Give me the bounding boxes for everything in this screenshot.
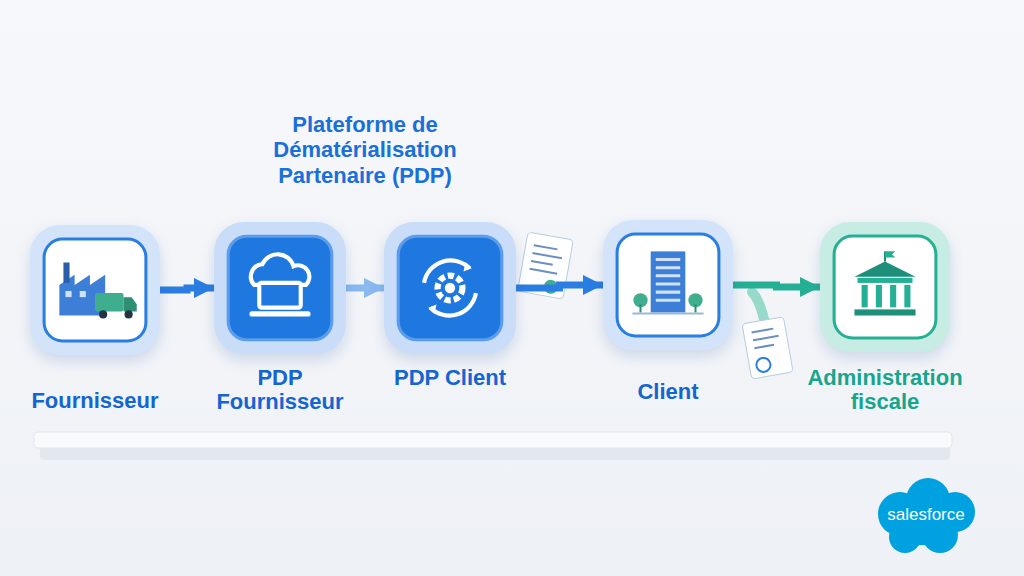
icon-box	[603, 220, 733, 350]
node-label: Client	[598, 380, 738, 404]
building-icon	[612, 229, 724, 341]
icon-box	[384, 222, 516, 354]
diagram-title: Plateforme de Dématérialisation Partenai…	[255, 112, 475, 188]
factory-icon	[39, 234, 151, 346]
cloud-laptop-icon	[223, 231, 337, 345]
document-icon	[742, 317, 793, 379]
shelf	[34, 432, 952, 448]
node-label: Fournisseur	[10, 389, 180, 413]
flow-arrow	[516, 285, 603, 288]
flow-arrow	[160, 288, 214, 290]
flow-arrow	[733, 285, 820, 287]
brand-cloud	[878, 478, 975, 553]
node-label: Administration fiscale	[795, 366, 975, 414]
process-node: Administration fiscale	[790, 222, 980, 414]
bank-icon	[829, 231, 941, 343]
flow-arrow	[346, 285, 384, 292]
node-label: PDP Client	[390, 366, 510, 390]
process-node: Fournisseur	[5, 225, 185, 413]
node-label: PDP Fournisseur	[205, 366, 355, 414]
process-node: PDP Fournisseur	[200, 222, 360, 414]
brand-label: salesforce	[878, 505, 974, 525]
process-node: Client	[593, 220, 743, 404]
gear-sync-icon	[393, 231, 507, 345]
icon-box	[820, 222, 950, 352]
icon-box	[30, 225, 160, 355]
icon-box	[214, 222, 346, 354]
process-node: PDP Client	[379, 222, 521, 390]
